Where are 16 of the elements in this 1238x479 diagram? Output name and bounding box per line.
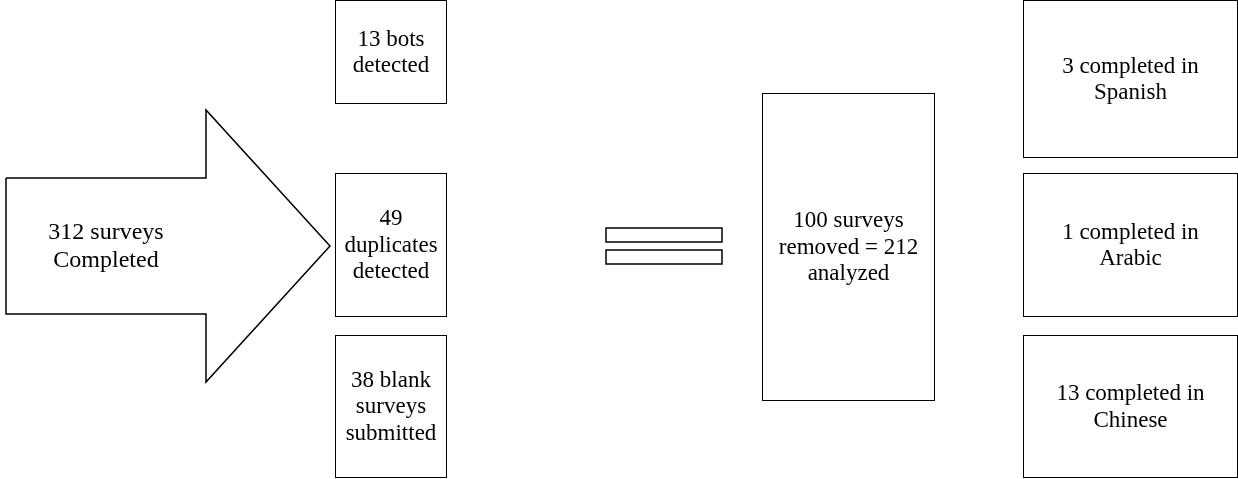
process-box (1023, 0, 1238, 158)
process-box (762, 93, 935, 401)
process-box (335, 0, 447, 104)
node-text: 13 bots detected (351, 25, 431, 79)
node-text: 312 surveys Completed (47, 218, 165, 274)
process-box (335, 173, 447, 317)
node-text: 1 completed in Arabic (1061, 218, 1200, 272)
process-box (1023, 335, 1238, 478)
node-text: 100 surveys removed = 212 analyzed (777, 207, 920, 287)
process-box (335, 335, 447, 478)
node-text: 13 completed in Chinese (1055, 380, 1206, 433)
block-arrow (6, 110, 330, 382)
process-box (1023, 173, 1238, 317)
node-text: 3 completed in Spanish (1061, 52, 1200, 106)
node-text: 49 duplicates detected (343, 205, 439, 285)
node-text: 38 blank surveys submitted (344, 366, 438, 447)
